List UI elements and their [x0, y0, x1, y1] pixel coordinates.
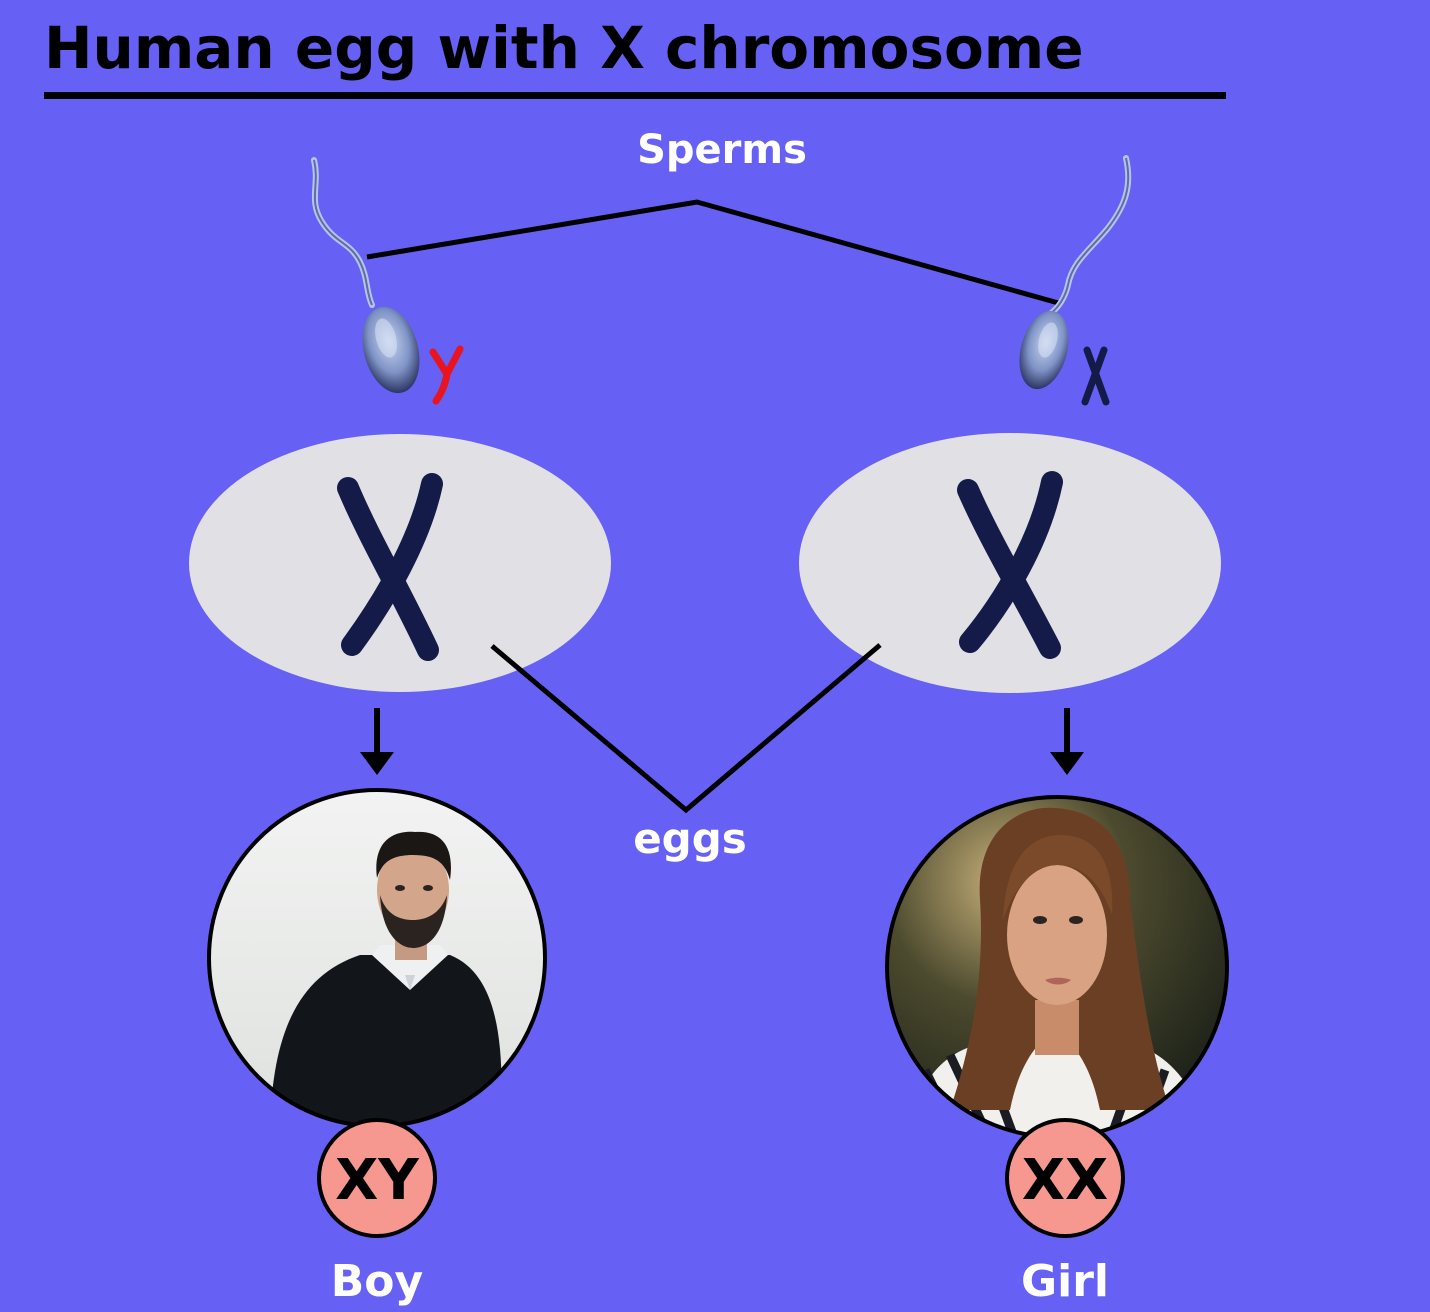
genotype-badge-girl: XX [1005, 1118, 1125, 1238]
sperm-right-icon [1019, 155, 1132, 390]
outcome-label-girl: Girl [1021, 1256, 1109, 1307]
eggs-label: eggs [633, 814, 747, 863]
page-title: Human egg with X chromosome [44, 14, 1084, 82]
arrow-down-right-icon [1050, 708, 1084, 775]
genotype-badge-boy: XY [317, 1118, 437, 1238]
girl-photo [885, 795, 1229, 1139]
title-underline [44, 92, 1226, 99]
eggs-connector-line [490, 643, 882, 814]
x-chromosome-small-icon [1081, 346, 1110, 406]
boy-photo [207, 788, 547, 1128]
x-chromosome-left-icon [337, 473, 443, 661]
x-chromosome-right-icon [957, 471, 1063, 659]
genotype-girl: XX [1022, 1148, 1108, 1213]
sperms-connector-line [366, 199, 1063, 307]
y-chromosome-icon [429, 345, 464, 405]
genotype-boy: XY [335, 1148, 420, 1213]
sperm-left-icon [311, 157, 420, 394]
outcome-label-boy: Boy [331, 1256, 423, 1307]
arrow-down-left-icon [360, 708, 394, 775]
sperms-label: Sperms [637, 127, 807, 173]
